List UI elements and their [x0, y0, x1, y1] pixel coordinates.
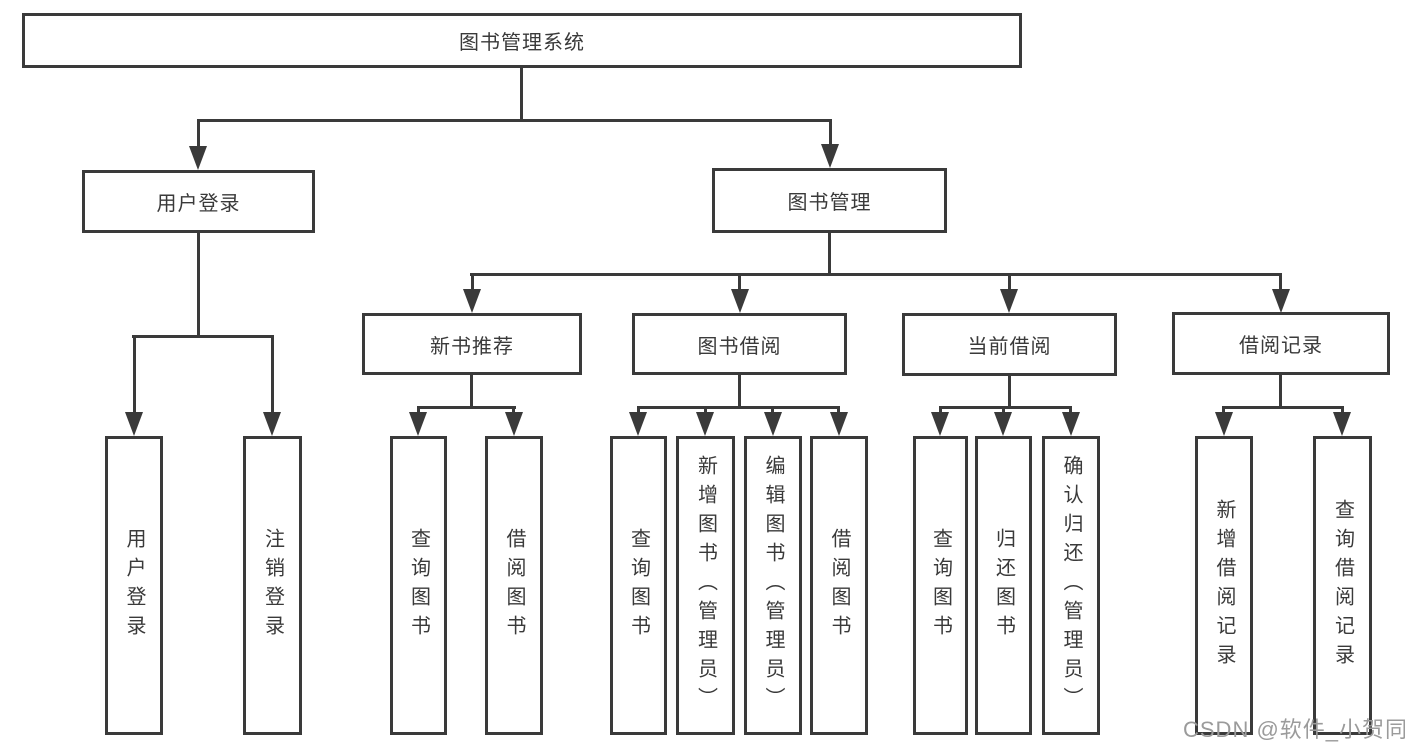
leaf-query-books: 查询图书	[610, 436, 667, 735]
arrowhead-icon	[463, 289, 481, 313]
arrowhead-icon	[1272, 289, 1290, 313]
leaf-query-borrow-record: 查询借阅记录	[1313, 436, 1372, 735]
edge-user-login-split-line	[132, 335, 274, 338]
leaf-user-login: 用户登录	[105, 436, 163, 735]
edge-stub	[1341, 406, 1344, 415]
arrowhead-icon	[1062, 412, 1080, 436]
edge-stub	[939, 406, 942, 415]
edge-book-mgmt-split-line	[470, 273, 1282, 276]
arrowhead-icon	[409, 412, 427, 436]
edge-stub	[837, 406, 840, 415]
arrowhead-icon	[1215, 412, 1233, 436]
node-book-management: 图书管理	[712, 168, 947, 233]
edge-stub	[1008, 273, 1011, 291]
node-library-management-system: 图书管理系统	[22, 13, 1022, 68]
edge-stub	[704, 406, 707, 415]
node-user-login: 用户登录	[82, 170, 315, 233]
leaf-query-books: 查询图书	[390, 436, 447, 735]
node-book-borrowing: 图书借阅	[632, 313, 847, 375]
edge-stub	[1069, 406, 1072, 415]
arrowhead-icon	[629, 412, 647, 436]
leaf-confirm-return-admin: 确认归还（管理员）	[1042, 436, 1100, 735]
arrowhead-icon	[125, 412, 143, 436]
leaf-add-books-admin: 新增图书（管理员）	[676, 436, 735, 735]
csdn-watermark: CSDN @软件_小贺同学	[1183, 717, 1405, 742]
edge-level1-split-line	[197, 119, 832, 122]
leaf-return-books: 归还图书	[975, 436, 1032, 735]
edge-stub	[417, 406, 420, 415]
arrowhead-icon	[696, 412, 714, 436]
leaf-borrow-books: 借阅图书	[485, 436, 543, 735]
edge-user-login-stem	[197, 233, 200, 338]
arrowhead-icon	[263, 412, 281, 436]
arrowhead-icon	[1333, 412, 1351, 436]
node-new-book-recommend: 新书推荐	[362, 313, 582, 375]
edge-current-borrow-split-line	[939, 406, 1072, 409]
arrowhead-icon	[1000, 289, 1018, 313]
edge-stub	[1002, 406, 1005, 415]
arrowhead-icon	[764, 412, 782, 436]
edge-book-mgmt-stem	[828, 233, 831, 276]
edge-new-book-stem	[470, 375, 473, 409]
edge-stub	[1222, 406, 1225, 415]
arrowhead-icon	[731, 289, 749, 313]
leaf-borrow-books: 借阅图书	[810, 436, 868, 735]
edge-borrow-record-stem	[1279, 375, 1282, 409]
edge-root-stem	[520, 68, 523, 122]
arrowhead-icon	[189, 146, 207, 170]
arrowhead-icon	[931, 412, 949, 436]
edge-borrow-record-split-line	[1222, 406, 1344, 409]
edge-stub	[1279, 273, 1282, 291]
edge-stub	[271, 335, 274, 415]
edge-stub	[637, 406, 640, 415]
edge-stub	[471, 273, 474, 291]
node-borrowing-records: 借阅记录	[1172, 312, 1390, 375]
edge-stub	[738, 273, 741, 291]
arrowhead-icon	[505, 412, 523, 436]
edge-book-borrow-split-line	[637, 406, 840, 409]
edge-stub	[133, 335, 136, 415]
leaf-add-borrow-record: 新增借阅记录	[1195, 436, 1253, 735]
leaf-query-books: 查询图书	[913, 436, 968, 735]
edge-book-borrow-stem	[738, 375, 741, 409]
leaf-logout: 注销登录	[243, 436, 302, 735]
edge-stub	[829, 119, 832, 146]
leaf-edit-books-admin: 编辑图书（管理员）	[744, 436, 802, 735]
edge-stub	[512, 406, 515, 415]
node-current-borrowing: 当前借阅	[902, 313, 1117, 376]
edge-stub	[771, 406, 774, 415]
edge-new-book-split-line	[417, 406, 516, 409]
arrowhead-icon	[821, 144, 839, 168]
edge-current-borrow-stem	[1008, 375, 1011, 409]
edge-stub	[197, 119, 200, 148]
arrowhead-icon	[830, 412, 848, 436]
arrowhead-icon	[994, 412, 1012, 436]
